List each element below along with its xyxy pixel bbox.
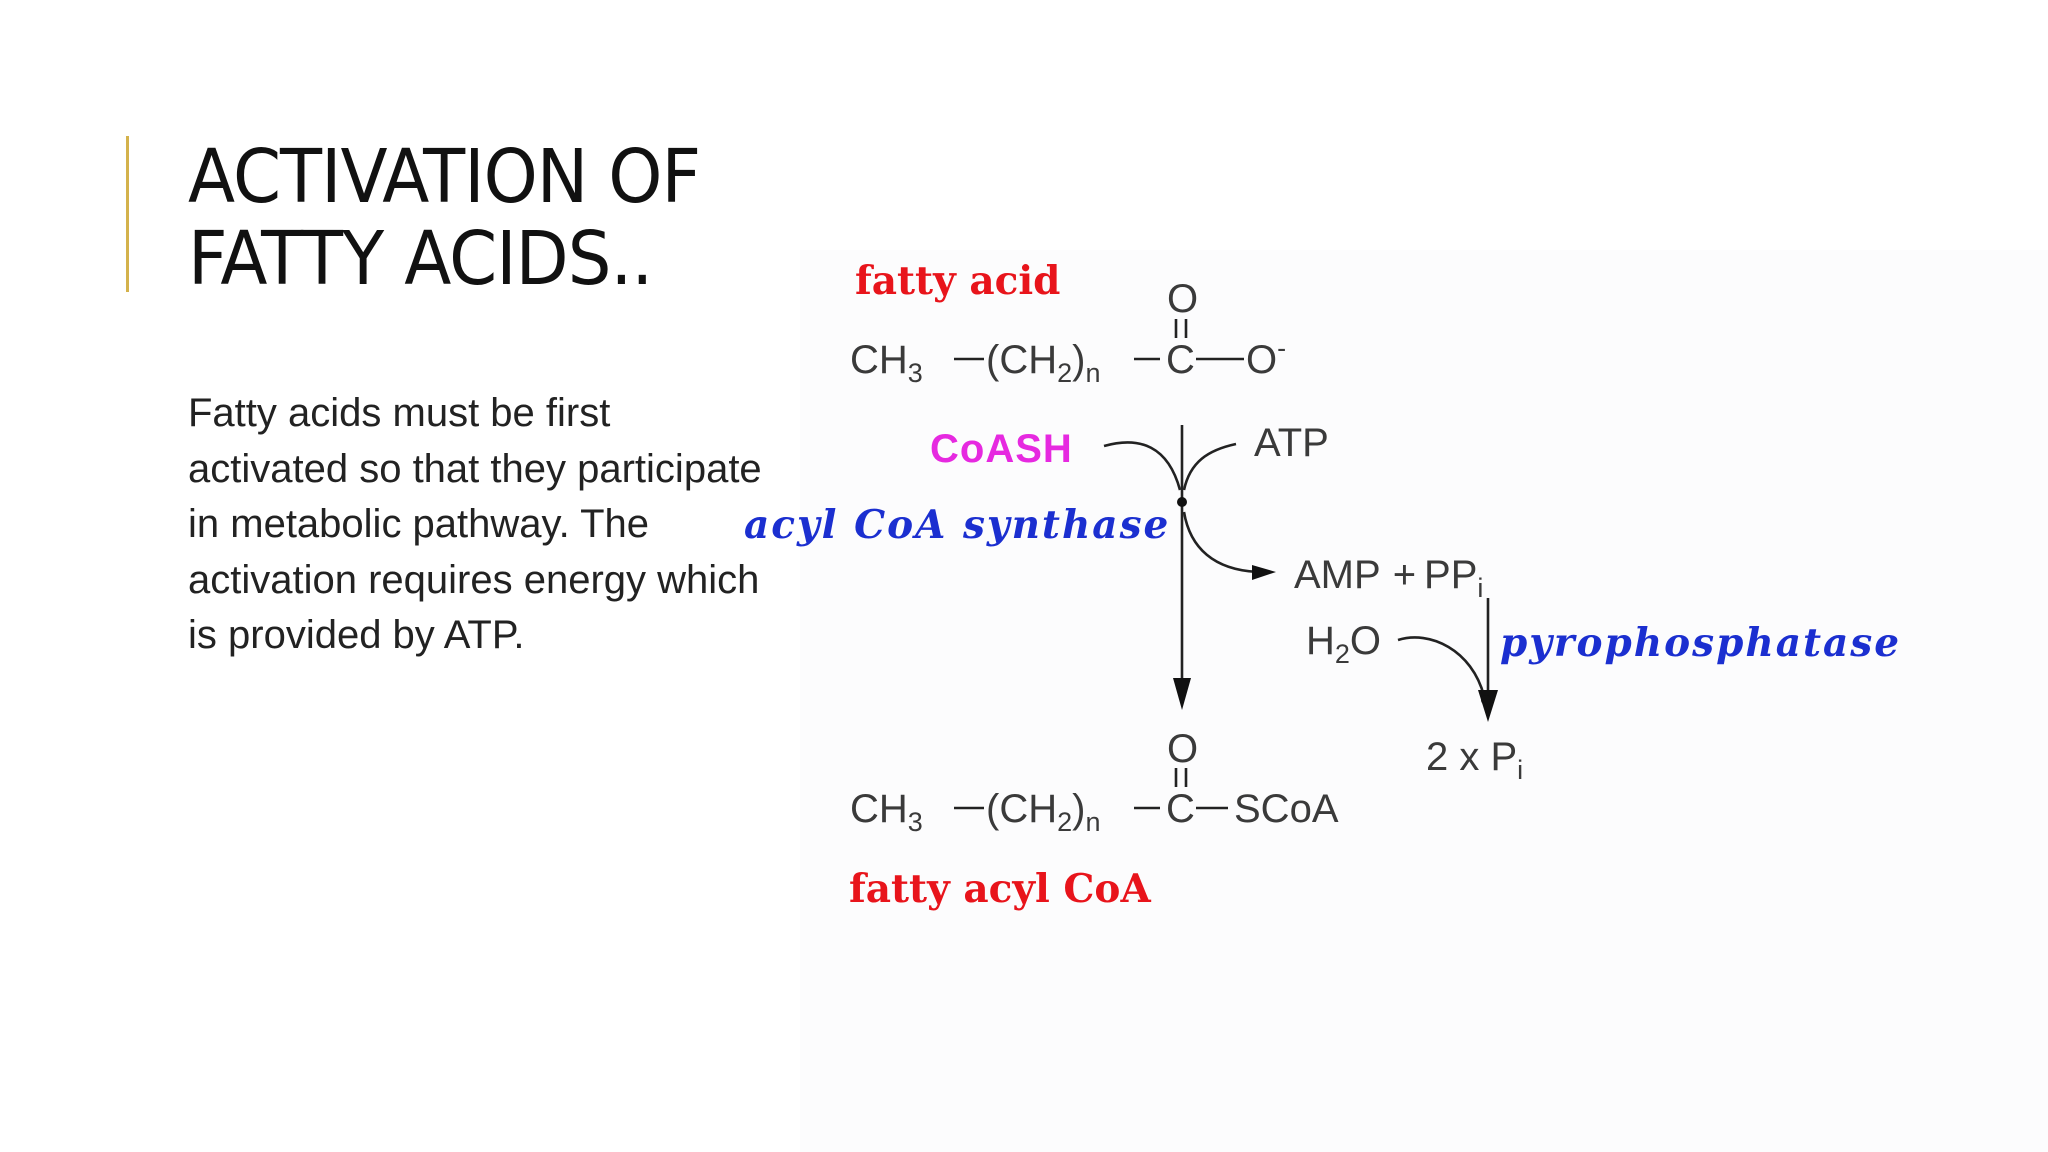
phosphate-product: 2 x Pi	[1426, 735, 1523, 785]
junction-dot	[1481, 695, 1491, 705]
coash-label: CoASH	[930, 427, 1073, 471]
atp-input-curve	[1182, 442, 1237, 491]
fatty-acid-formula: CH3 (CH2)n C O O-	[850, 277, 1286, 388]
svg-text:O-: O-	[1246, 333, 1286, 382]
coash-input-curve	[1103, 441, 1182, 491]
svg-text:CH3: CH3	[850, 787, 923, 837]
diagram-background	[800, 250, 2048, 1152]
title-line-1: ACTIVATION OF	[188, 134, 701, 220]
ch3-group: CH	[850, 338, 908, 382]
scoa-group: SCoA	[1234, 787, 1339, 831]
ch2-group: (CH	[986, 787, 1057, 831]
carboxylate-oxygen: O	[1246, 338, 1277, 382]
fatty-acyl-coa-formula: CH3 (CH2)n C O SCoA	[850, 727, 1339, 837]
carbonyl-carbon: C	[1166, 338, 1195, 382]
ch2-group: (CH	[986, 338, 1057, 382]
carbonyl-oxygen: O	[1167, 727, 1198, 771]
water-input-curve	[1397, 636, 1486, 697]
body-line: is provided by ATP.	[188, 613, 525, 657]
water-label: H2O	[1306, 619, 1381, 669]
svg-text:(CH2)n: (CH2)n	[986, 787, 1100, 837]
title-line-2: FATTY ACIDS..	[188, 216, 653, 302]
svg-text:CH3: CH3	[850, 338, 923, 388]
amp-pp-products: AMP+PPi	[1294, 553, 1483, 603]
enzyme-pyrophosphatase: pyrophosphatase	[1500, 620, 1901, 666]
ch3-group: CH	[850, 787, 908, 831]
carbonyl-carbon: C	[1166, 787, 1195, 831]
body-line: activation requires energy which	[188, 557, 760, 602]
title-accent-bar	[126, 136, 129, 292]
body-line: in metabolic pathway. The	[188, 502, 649, 546]
enzyme-acyl-coa-synthase: acyl CoA synthase	[744, 502, 1170, 548]
slide-title: ACTIVATION OF FATTY ACIDS..	[188, 136, 839, 300]
body-line: Fatty acids must be first	[188, 391, 611, 435]
main-arrowhead	[1173, 678, 1191, 710]
fatty-acid-label: fatty acid	[855, 258, 1060, 304]
svg-text:(CH2)n: (CH2)n	[986, 338, 1100, 388]
pyrophosphatase-arrowhead	[1478, 690, 1498, 722]
amp-output-curve	[1182, 511, 1259, 574]
body-paragraph: Fatty acids must be first activated so t…	[188, 386, 808, 664]
carbonyl-oxygen: O	[1167, 277, 1198, 321]
body-line: activated so that they participate	[188, 446, 762, 491]
fatty-acyl-coa-label: fatty acyl CoA	[849, 866, 1151, 912]
amp-arrowhead	[1252, 565, 1276, 580]
atp-label: ATP	[1254, 421, 1329, 465]
junction-dot	[1177, 497, 1187, 507]
